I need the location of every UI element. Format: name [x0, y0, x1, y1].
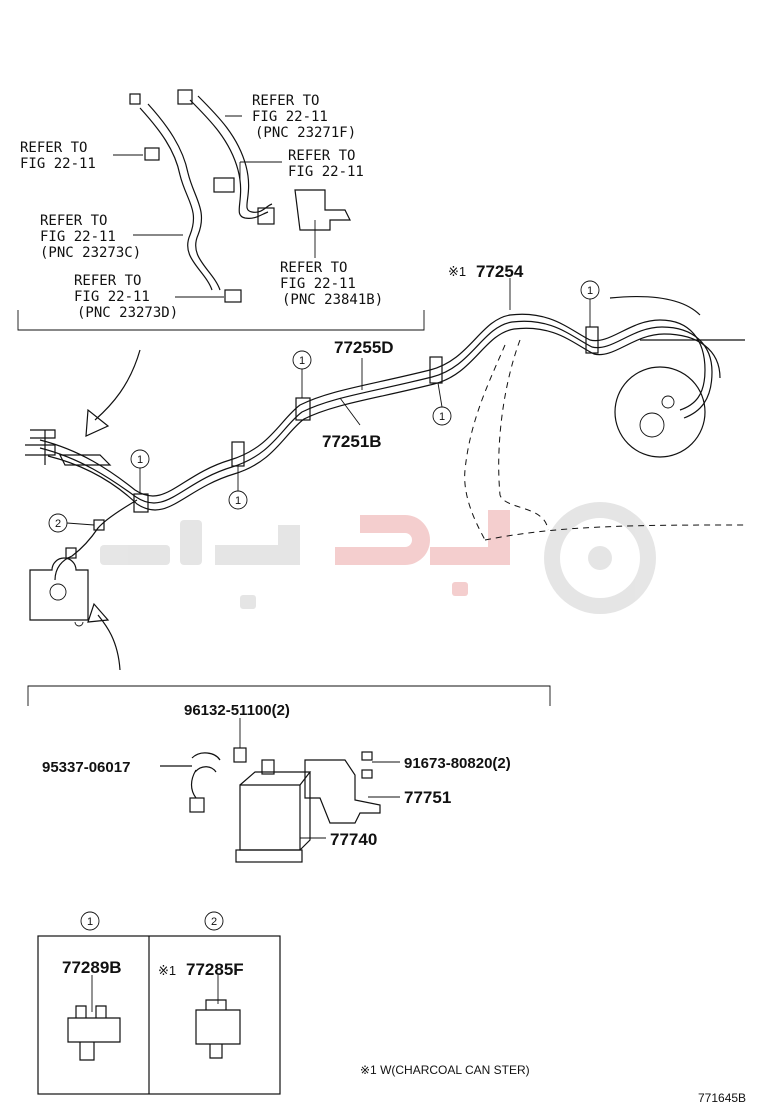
refer-leaders	[113, 115, 282, 298]
callout-1-d	[432, 382, 452, 426]
refer-note-2-line1: REFER TO	[20, 140, 87, 156]
arrow-upper	[85, 349, 141, 437]
canister-assembly	[160, 718, 400, 863]
callout-1-c-text: 1	[299, 355, 305, 367]
main-line-bundle	[25, 295, 746, 627]
part-numbers: ※1 77254 77255D 77251B 96132-51100(2) 95…	[42, 262, 524, 849]
part-77254-note: ※1	[448, 264, 466, 279]
group-bracket-top	[17, 310, 425, 331]
refer-note-3-line2: FIG 22-11	[288, 164, 364, 180]
refer-note-5-line1: REFER TO	[74, 273, 141, 289]
refer-note-4-line3: (PNC 23273C)	[40, 245, 141, 261]
arrow-lower	[87, 602, 121, 671]
part-77255D-label: 77255D	[334, 338, 394, 357]
group-bracket-lower	[27, 685, 551, 706]
legend-box2-num: 2	[211, 916, 217, 928]
legend-labels: 77289B ※1 77285F	[62, 958, 244, 979]
legend-box2-part: 77285F	[186, 960, 244, 979]
callout-1-c	[292, 350, 312, 398]
refer-note-5-line2: FIG 22-11	[74, 289, 150, 305]
part-77254-label: 77254	[476, 262, 524, 281]
legend-boxes	[37, 911, 281, 1095]
refer-notes: REFER TO FIG 22-11 (PNC 23271F) REFER TO…	[20, 93, 383, 321]
callout-1-b-text: 1	[235, 495, 241, 507]
callout-1-a	[130, 449, 150, 494]
footnote: ※1 W(CHARCOAL CAN STER)	[360, 1063, 530, 1077]
callout-1-b	[228, 466, 248, 510]
part-leaders	[339, 278, 511, 426]
refer-note-4-line1: REFER TO	[40, 213, 107, 229]
part-77751-label: 77751	[404, 788, 451, 807]
upper-hoses	[129, 89, 351, 303]
callout-1-a-text: 1	[137, 454, 143, 466]
refer-note-2-line2: FIG 22-11	[20, 156, 96, 172]
callout-markers	[48, 280, 600, 533]
callout-numbers: 1 1 1 1 1 2 1 2	[55, 285, 593, 928]
refer-note-6-line2: FIG 22-11	[280, 276, 356, 292]
refer-note-1-line3: (PNC 23271F)	[255, 125, 356, 141]
refer-note-4-line2: FIG 22-11	[40, 229, 116, 245]
callout-1-d-text: 1	[439, 411, 445, 423]
refer-note-1-line2: FIG 22-11	[252, 109, 328, 125]
refer-note-6-line1: REFER TO	[280, 260, 347, 276]
watermark-logo	[100, 502, 656, 614]
callout-2-a-text: 2	[55, 518, 61, 530]
part-77251B-label: 77251B	[322, 432, 382, 451]
legend-box1-num: 1	[87, 916, 93, 928]
refer-note-3-line1: REFER TO	[288, 148, 355, 164]
refer-note-1-line1: REFER TO	[252, 93, 319, 109]
part-91673-label: 91673-80820(2)	[404, 755, 511, 772]
part-77740-label: 77740	[330, 830, 377, 849]
figure-id: 771645B	[698, 1091, 746, 1105]
callout-1-e	[580, 280, 600, 327]
legend-box2-note: ※1	[158, 963, 176, 978]
refer-note-6-line3: (PNC 23841B)	[282, 292, 383, 308]
refer-note-5-line3: (PNC 23273D)	[77, 305, 178, 321]
legend-box1-part: 77289B	[62, 958, 122, 977]
part-95337-label: 95337-06017	[42, 759, 130, 776]
part-96132-label: 96132-51100(2)	[184, 702, 290, 719]
callout-2-a	[48, 513, 95, 533]
callout-1-e-text: 1	[587, 285, 593, 297]
